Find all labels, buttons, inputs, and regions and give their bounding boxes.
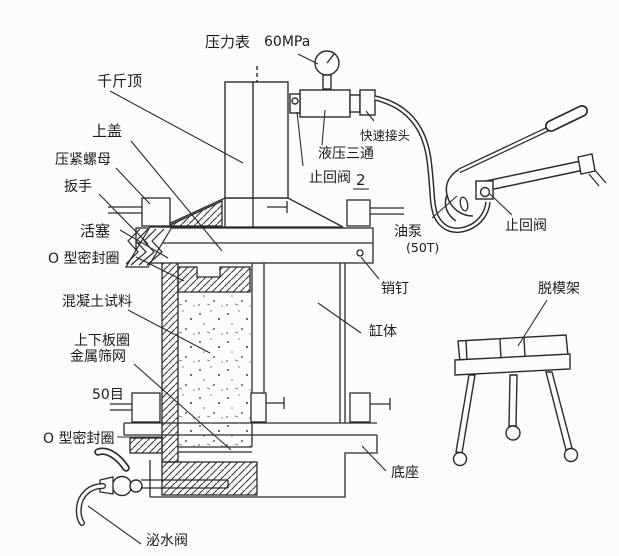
labels: 压力表 60MPa 千斤顶 上盖 压紧螺母 扳手 活塞 O 型密封圈 混凝土试料… bbox=[43, 33, 580, 549]
label-top-cover: 上盖 bbox=[92, 122, 122, 140]
label-hydraulic-tee: 液压三通 bbox=[318, 146, 374, 162]
pin-dot bbox=[356, 249, 364, 257]
label-compression-nut: 压紧螺母 bbox=[55, 152, 111, 168]
label-check-valve-top: 止回阀 bbox=[309, 170, 351, 186]
jack-drawing bbox=[224, 66, 289, 199]
label-base: 底座 bbox=[391, 465, 419, 481]
leader-lines bbox=[87, 53, 548, 545]
bleed-valve-drawing bbox=[75, 447, 143, 526]
label-pressure-gauge: 压力表 bbox=[205, 33, 250, 51]
label-metal-sieve: 金属筛网 bbox=[70, 349, 126, 365]
label-piston: 活塞 bbox=[80, 222, 110, 240]
check-valve-top-icon bbox=[291, 97, 299, 105]
label-cylinder-body: 缸体 bbox=[369, 323, 397, 340]
label-mesh-50: 50目 bbox=[92, 387, 124, 403]
label-demold-stand: 脱模架 bbox=[538, 281, 580, 297]
label-bleed-valve: 泌水阀 bbox=[146, 533, 188, 549]
label-check-valve-pump: 止回阀 bbox=[505, 218, 547, 234]
label-plate-rings: 上下板圈 bbox=[74, 333, 130, 349]
bolt-blocks bbox=[108, 197, 404, 423]
label-check-valve-top-num: 2 bbox=[356, 171, 366, 189]
label-wrench: 扳手 bbox=[64, 179, 92, 195]
concrete-sample-area bbox=[178, 292, 252, 447]
label-pressure-value: 60MPa bbox=[264, 34, 310, 50]
top-plate bbox=[135, 227, 374, 264]
label-jack: 千斤顶 bbox=[97, 72, 142, 90]
quick-coupler-block bbox=[359, 89, 376, 116]
label-concrete-sample: 混凝土试料 bbox=[62, 294, 132, 310]
base-assembly bbox=[123, 422, 378, 498]
gauge-and-tee bbox=[289, 50, 376, 118]
label-quick-coupler: 快速接头 bbox=[360, 128, 410, 143]
jack-ram bbox=[224, 197, 254, 228]
hydraulic-tee-block bbox=[299, 89, 351, 118]
label-o-ring-upper: O 型密封圈 bbox=[48, 250, 119, 267]
demold-stand-drawing bbox=[452, 334, 579, 467]
label-oil-pump-capacity: (50T) bbox=[406, 240, 439, 255]
label-o-ring-lower: O 型密封圈 bbox=[43, 430, 114, 447]
label-oil-pump: 油泵 bbox=[394, 224, 422, 240]
check-valve-pump-icon bbox=[479, 186, 491, 198]
oil-pump-drawing bbox=[444, 105, 607, 222]
label-pin: 销钉 bbox=[381, 281, 409, 297]
hydraulic-hose bbox=[374, 95, 491, 233]
piston-block bbox=[177, 266, 251, 293]
